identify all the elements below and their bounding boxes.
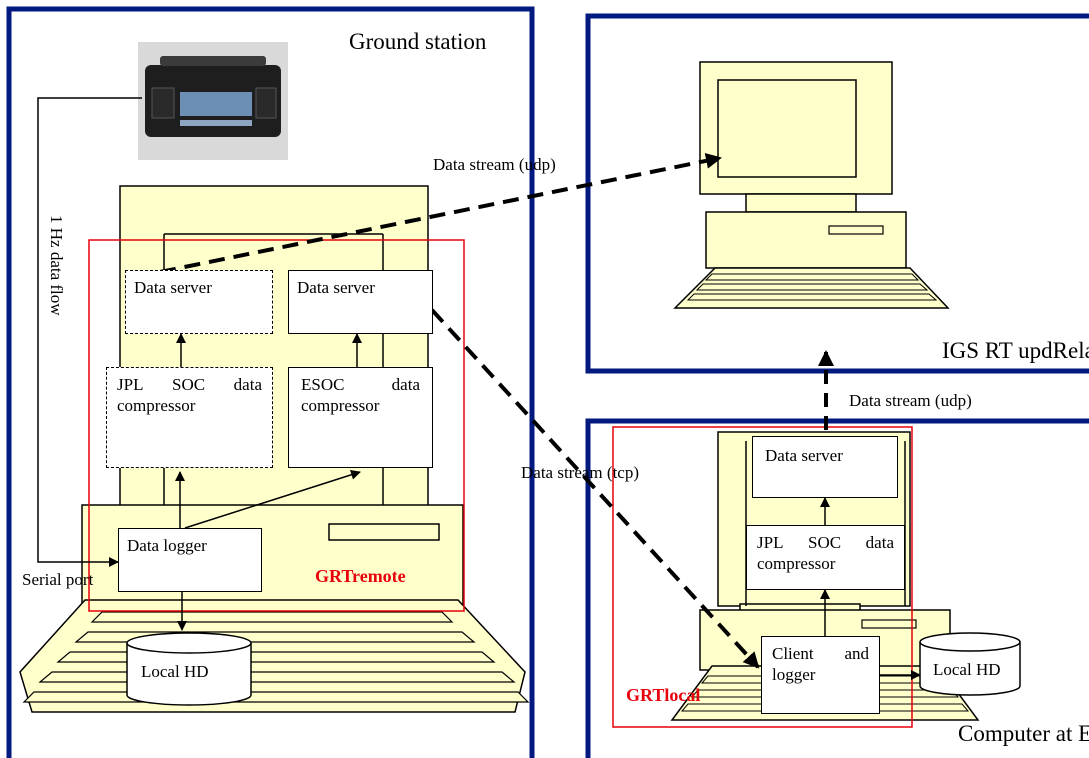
esoc-jpl-word: data [865, 533, 894, 552]
ground-esoc-word: data [391, 375, 420, 394]
ground-jpl-line1: JPL SOC data [117, 374, 262, 395]
udp-stream-top-label: Data stream (udp) [433, 155, 556, 174]
esoc-frame [585, 418, 1089, 758]
ground-jpl-word: data [233, 375, 262, 394]
grtlocal-label: GRTlocal [626, 685, 701, 705]
esoc-local-hd-icon [919, 632, 1021, 696]
ground-local-hd-icon [126, 632, 252, 706]
hz-flow-line [37, 97, 142, 567]
esoc-data-server: Data server [752, 436, 898, 498]
esoc-jpl-compressor: JPL SOC data compressor [746, 525, 905, 590]
hz-flow-label: 1 Hz data flow [47, 215, 66, 316]
serial-port-label: Serial port [22, 570, 94, 589]
ground-station-frame [6, 6, 535, 758]
grtremote-label: GRTremote [315, 566, 406, 586]
udp-stream-top [159, 152, 722, 274]
ground-esoc-line1: ESOC data [301, 374, 420, 395]
udp-stream-right-label: Data stream (udp) [849, 391, 972, 410]
ground-jpl-line2: compressor [117, 396, 196, 416]
esoc-client-logger: Client and logger [761, 636, 880, 714]
ground-jpl-word: SOC [172, 375, 206, 394]
ground-local-hd-label: Local HD [141, 662, 209, 681]
esoc-jpl-word: SOC [808, 533, 842, 552]
esoc-local-hd-label: Local HD [933, 660, 1001, 679]
tcp-stream-label: Data stream (tcp) [521, 463, 639, 482]
gps-receiver-icon [138, 42, 288, 160]
esoc-client-word: Client [772, 644, 814, 663]
ground-jpl-word: JPL [117, 375, 144, 394]
ground-computer-icon [19, 185, 530, 713]
ground-jpl-compressor: JPL SOC data compressor [106, 367, 273, 468]
esoc-client-word: and [844, 644, 869, 663]
ground-esoc-compressor: ESOC data compressor [288, 367, 433, 468]
ground-data-server-2: Data server [288, 270, 433, 334]
ground-data-logger: Data logger [118, 528, 262, 592]
esoc-jpl-word: JPL [757, 533, 784, 552]
tcp-stream [430, 308, 760, 669]
esoc-title: Computer at ESOC [958, 721, 1089, 746]
relay-title: IGS RT updRelay [942, 338, 1089, 363]
ground-esoc-word: ESOC [301, 375, 345, 394]
esoc-client-line1: Client and [772, 643, 869, 664]
ground-esoc-line2: compressor [301, 396, 380, 416]
grtlocal-region [612, 426, 913, 728]
esoc-jpl-line2: compressor [757, 554, 836, 574]
relay-computer-icon [673, 61, 950, 309]
relay-frame [585, 13, 1089, 374]
ground-data-server-1: Data server [125, 270, 273, 334]
logger-to-esoc-arrow [184, 469, 361, 529]
esoc-client-line2: logger [772, 665, 816, 685]
ground-station-title: Ground station [349, 29, 487, 54]
esoc-jpl-line1: JPL SOC data [757, 532, 894, 553]
grtremote-region [88, 239, 465, 612]
